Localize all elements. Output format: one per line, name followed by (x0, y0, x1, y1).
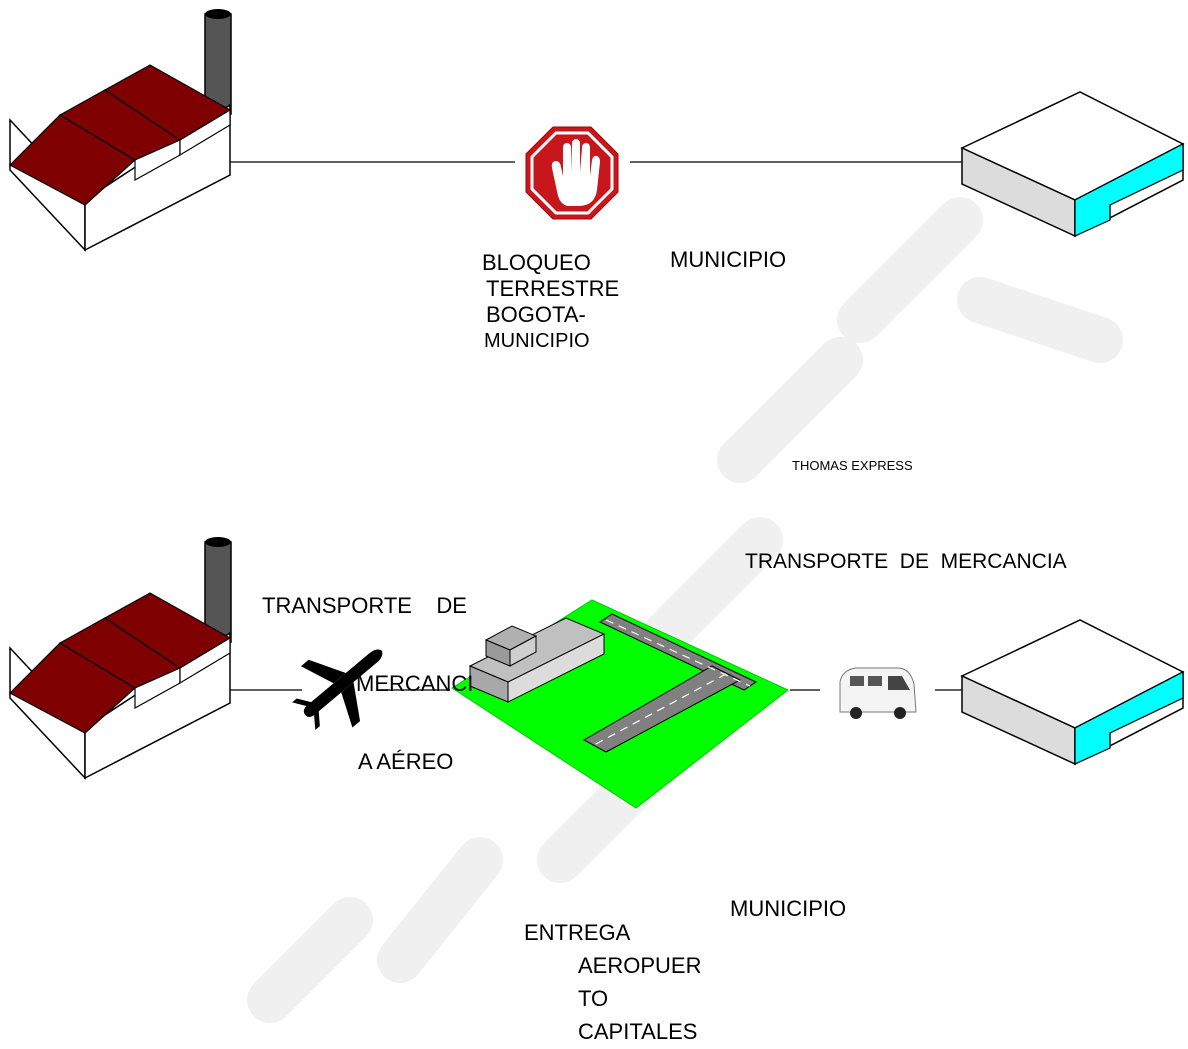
delivery-label-line: AEROPUER (578, 953, 702, 978)
delivery-label-line: ENTREGA (524, 920, 631, 945)
airplane-icon (292, 649, 383, 730)
air-transport-label-line: TRANSPORTE DE (262, 593, 467, 618)
van-icon (839, 667, 917, 719)
stop-hand-icon (525, 126, 619, 220)
warehouse-icon (961, 91, 1184, 237)
blockade-label-line: BOGOTA- (486, 302, 586, 327)
delivery-label: ENTREGA AEROPUER TO CAPITALES (524, 920, 701, 1045)
carrier-label: THOMAS EXPRESS (792, 458, 913, 473)
blockade-label-line: MUNICIPIO (484, 330, 590, 352)
ground-transport-label: TRANSPORTE DE MERCANCIA (745, 550, 1067, 573)
delivery-label-line: CAPITALES (578, 1019, 698, 1044)
top-destination-label: MUNICIPIO (670, 247, 787, 272)
delivery-label-line: TO (578, 986, 609, 1011)
air-transport-label-line: A AÉREO (358, 749, 454, 774)
factory-icon (9, 536, 232, 779)
air-transport-label: TRANSPORTE DE MERCANCI A AÉREO (262, 541, 473, 801)
factory-icon (9, 8, 232, 251)
warehouse-icon (961, 619, 1184, 765)
blockade-label: BLOQUEO TERRESTRE BOGOTA- MUNICIPIO (482, 250, 619, 354)
blockade-label-line: TERRESTRE (486, 276, 620, 301)
bottom-destination-label: MUNICIPIO (730, 896, 847, 921)
blockade-label-line: BLOQUEO (482, 250, 591, 275)
airport-icon (451, 599, 789, 809)
air-transport-label-line: MERCANCI (356, 671, 474, 696)
